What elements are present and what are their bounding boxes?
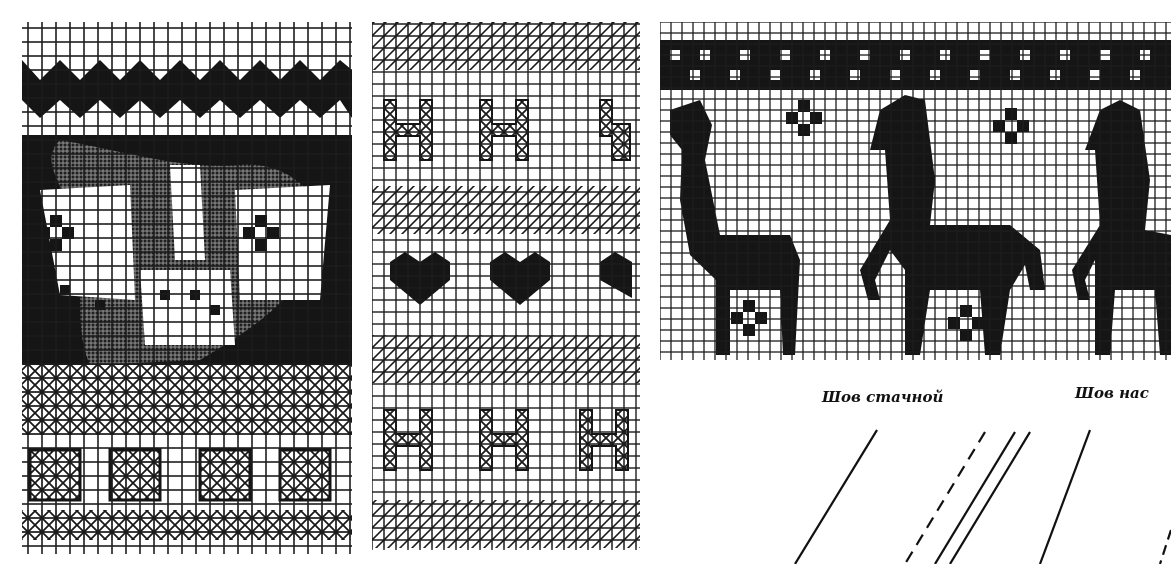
seam-label-overlap: Шов нас [1074,384,1149,402]
swan-chart-panel [22,22,352,554]
seam-label-stitched: Шов стачной [821,388,943,406]
seam-line-dashed [1160,530,1171,564]
horse-chart-panel [660,22,1171,360]
seam-line-dashed [905,432,985,564]
deer-heart-chart-panel [372,22,640,550]
seam-line [935,432,1015,564]
seam-diagram: Шов стачной Шов нас [795,384,1171,564]
seam-line [950,432,1030,564]
seam-line [795,430,877,564]
seam-line [1040,430,1090,564]
